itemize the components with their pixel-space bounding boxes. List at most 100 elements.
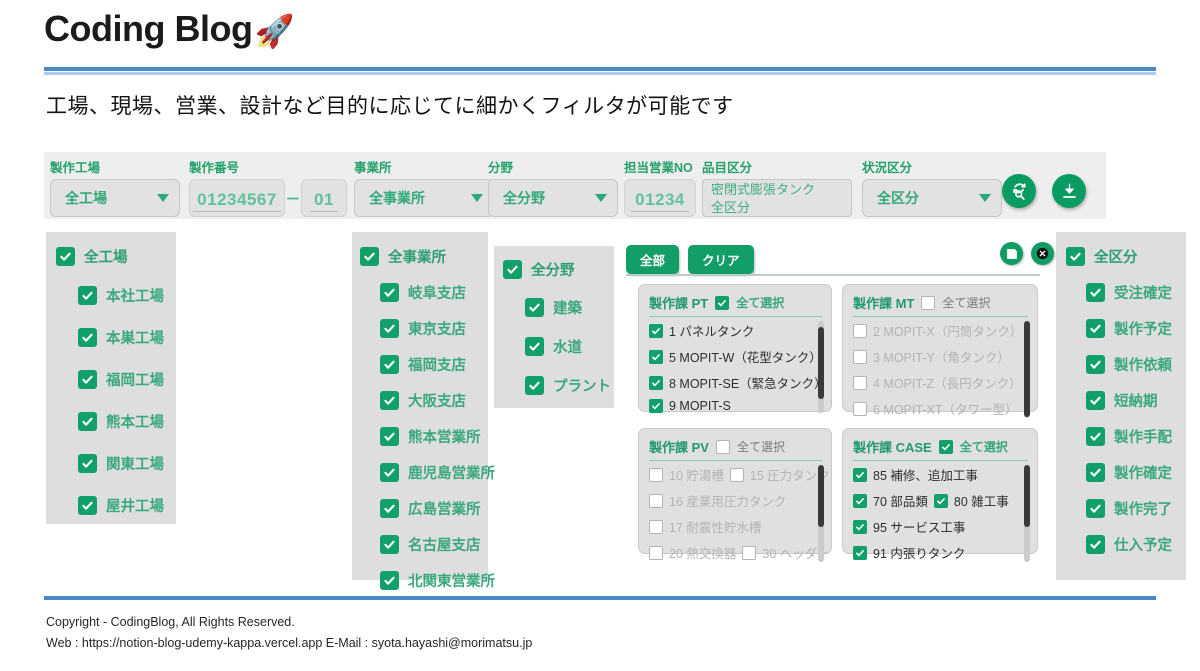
panel-item[interactable]: 95 サービス工事 <box>853 517 965 536</box>
checkbox-checked-icon[interactable] <box>78 454 97 473</box>
checkbox-checked-icon[interactable] <box>715 295 730 310</box>
checkbox-row[interactable]: 岐阜支店 <box>380 282 488 303</box>
checkbox-row[interactable]: 熊本営業所 <box>380 426 488 447</box>
checkbox-unchecked-icon[interactable] <box>729 467 744 482</box>
checkbox-checked-icon[interactable] <box>78 370 97 389</box>
field-select[interactable]: 全分野 <box>488 179 618 217</box>
checkbox-unchecked-icon[interactable] <box>649 493 663 508</box>
checkbox-checked-icon[interactable] <box>1086 535 1105 554</box>
checkbox-checked-icon[interactable] <box>78 286 97 305</box>
panel-item[interactable]: 3 MOPIT-Y（角タンク） <box>853 347 1010 366</box>
checkbox-checked-icon[interactable] <box>853 545 867 560</box>
save-button[interactable] <box>1000 242 1023 265</box>
field-select-all-row[interactable]: 全分野 <box>503 259 614 280</box>
checkbox-checked-icon[interactable] <box>380 391 399 410</box>
checkbox-checked-icon[interactable] <box>525 376 544 395</box>
clear-button[interactable]: クリア <box>688 245 754 274</box>
checkbox-checked-icon[interactable] <box>380 571 399 590</box>
checkbox-checked-icon[interactable] <box>78 412 97 431</box>
office-select-all-row[interactable]: 全事業所 <box>360 246 488 267</box>
factory-select-all-row[interactable]: 全工場 <box>56 246 176 267</box>
panel-item[interactable]: 2 MOPIT-X（円筒タンク） <box>853 321 1022 340</box>
checkbox-row[interactable]: 水道 <box>525 336 614 357</box>
checkbox-row[interactable]: 製作完了 <box>1086 498 1186 519</box>
checkbox-checked-icon[interactable] <box>649 349 663 364</box>
checkbox-checked-icon[interactable] <box>380 427 399 446</box>
checkbox-checked-icon[interactable] <box>853 493 867 508</box>
download-button[interactable] <box>1052 174 1086 208</box>
item-class-field[interactable]: 密閉式膨張タンク 全区分 <box>702 179 852 217</box>
panel-scrollbar[interactable] <box>1024 321 1030 418</box>
panel-item[interactable]: 5 MOPIT-W（花型タンク） <box>649 347 822 366</box>
scrollbar-thumb[interactable] <box>818 465 824 527</box>
checkbox-checked-icon[interactable] <box>78 328 97 347</box>
checkbox-unchecked-icon[interactable] <box>649 467 663 482</box>
checkbox-checked-icon[interactable] <box>380 283 399 302</box>
checkbox-row[interactable]: 北関東営業所 <box>380 570 495 591</box>
checkbox-unchecked-icon[interactable] <box>921 295 936 310</box>
checkbox-row[interactable]: 製作依頼 <box>1086 354 1186 375</box>
panel-item[interactable]: 91 内張りタンク <box>853 543 965 562</box>
panel-item[interactable]: 6 MOPIT-XT（タワー型） <box>853 399 1017 418</box>
checkbox-row[interactable]: 短納期 <box>1086 390 1186 411</box>
checkbox-row[interactable]: 屋井工場 <box>78 495 176 516</box>
panel-item[interactable]: 16 産業用圧力タンク <box>649 491 786 510</box>
checkbox-checked-icon[interactable] <box>78 496 97 515</box>
checkbox-unchecked-icon[interactable] <box>715 439 730 454</box>
panel-item[interactable]: 20 熱交換器 <box>649 543 736 562</box>
cancel-button[interactable] <box>1031 242 1054 265</box>
production-no-input[interactable]: 01234567 <box>189 179 285 217</box>
panel-item[interactable]: 4 MOPIT-Z（長円タンク） <box>853 373 1022 392</box>
checkbox-row[interactable]: 製作予定 <box>1086 318 1186 339</box>
checkbox-row[interactable]: プラント <box>525 375 614 396</box>
checkbox-unchecked-icon[interactable] <box>649 519 663 534</box>
checkbox-row[interactable]: 東京支店 <box>380 318 488 339</box>
status-class-select[interactable]: 全区分 <box>862 179 1002 217</box>
checkbox-unchecked-icon[interactable] <box>649 545 663 560</box>
checkbox-checked-icon[interactable] <box>380 499 399 518</box>
checkbox-row[interactable]: 本社工場 <box>78 285 176 306</box>
checkbox-row[interactable]: 福岡支店 <box>380 354 488 375</box>
scrollbar-thumb[interactable] <box>1024 465 1030 527</box>
checkbox-checked-icon[interactable] <box>503 260 522 279</box>
search-button[interactable] <box>1002 174 1036 208</box>
checkbox-row[interactable]: 受注確定 <box>1086 282 1186 303</box>
checkbox-checked-icon[interactable] <box>1086 391 1105 410</box>
panel-scrollbar[interactable] <box>818 465 824 562</box>
panel-item[interactable]: 1 パネルタンク <box>649 321 754 340</box>
checkbox-checked-icon[interactable] <box>1086 427 1105 446</box>
checkbox-row[interactable]: 関東工場 <box>78 453 176 474</box>
checkbox-row[interactable]: 製作確定 <box>1086 462 1186 483</box>
panel-item[interactable]: 70 部品類 <box>853 491 928 510</box>
checkbox-unchecked-icon[interactable] <box>742 545 757 560</box>
panel-item[interactable]: 17 耐震性貯水槽 <box>649 517 761 536</box>
checkbox-checked-icon[interactable] <box>649 375 663 390</box>
checkbox-checked-icon[interactable] <box>1086 355 1105 374</box>
checkbox-row[interactable]: 仕入予定 <box>1086 534 1186 555</box>
checkbox-checked-icon[interactable] <box>1086 463 1105 482</box>
panel-item[interactable]: 85 補修、追加工事 <box>853 465 978 484</box>
checkbox-checked-icon[interactable] <box>525 337 544 356</box>
checkbox-checked-icon[interactable] <box>380 463 399 482</box>
checkbox-unchecked-icon[interactable] <box>853 401 867 416</box>
checkbox-checked-icon[interactable] <box>1066 247 1085 266</box>
panel-scrollbar[interactable] <box>1024 465 1030 562</box>
checkbox-checked-icon[interactable] <box>649 323 663 338</box>
panel-item[interactable]: 80 雑工事 <box>933 491 1009 510</box>
panel-item[interactable]: 10 貯湯槽 <box>649 465 724 484</box>
checkbox-unchecked-icon[interactable] <box>853 349 867 364</box>
checkbox-row[interactable]: 福岡工場 <box>78 369 176 390</box>
checkbox-checked-icon[interactable] <box>380 319 399 338</box>
production-suffix-input[interactable]: 01 <box>301 179 347 217</box>
checkbox-row[interactable]: 名古屋支店 <box>380 534 488 555</box>
factory-select[interactable]: 全工場 <box>50 179 180 217</box>
checkbox-checked-icon[interactable] <box>853 467 867 482</box>
checkbox-row[interactable]: 鹿児島営業所 <box>380 462 495 483</box>
checkbox-checked-icon[interactable] <box>933 493 948 508</box>
checkbox-row[interactable]: 製作手配 <box>1086 426 1186 447</box>
office-select[interactable]: 全事業所 <box>354 179 494 217</box>
checkbox-row[interactable]: 本巣工場 <box>78 327 176 348</box>
panel-scrollbar[interactable] <box>818 321 824 413</box>
checkbox-checked-icon[interactable] <box>56 247 75 266</box>
sales-no-input[interactable]: 01234 <box>624 179 696 217</box>
